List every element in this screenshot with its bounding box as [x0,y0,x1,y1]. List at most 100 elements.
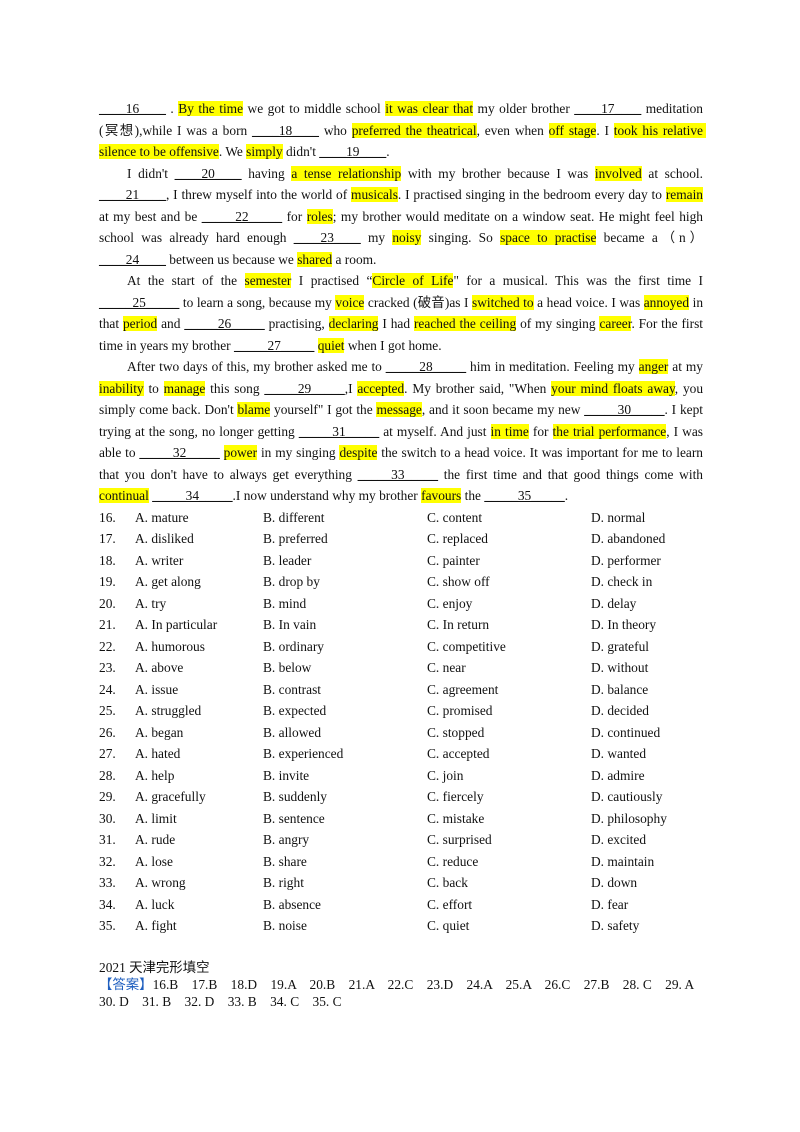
option-c: C. quiet [427,918,470,933]
option-a: A. hated [135,746,181,761]
question-number: 34. [99,896,116,912]
passage-text: a head voice. I was [533,294,644,310]
option-a: A. wrong [135,875,186,890]
highlighted-phrase: blame [237,402,271,417]
passage-text: who [319,122,352,138]
cloze-blank: _____32_____ [139,445,220,460]
option-b: B. In vain [263,617,317,632]
option-d: D. decided [591,703,650,718]
question-number: 24. [99,681,116,697]
option-d: D. balance [591,681,649,697]
highlighted-phrase: career [599,316,632,331]
option-d: D. cautiously [591,789,663,804]
highlighted-phrase: space to practise [500,230,597,245]
highlighted-phrase: Circle of Life [372,273,454,288]
passage-text: . I [596,122,614,138]
option-c: C. enjoy [427,595,473,611]
passage-text: a room. [332,251,377,267]
option-d: D. wanted [591,746,647,761]
answer-section: 2021 天津完形填空 【答案】16.B 17.B 18.D 19.A 20.B… [99,959,703,1010]
question-number: 16. [99,509,116,525]
highlighted-phrase: favours [421,488,462,503]
option-d: D. abandoned [591,531,666,546]
passage-text: . I kept trying at the song, no longer g… [99,402,707,439]
option-a: A. try [135,595,167,611]
option-a: A. In particular [135,617,218,632]
option-c: C. stopped [427,724,485,740]
cloze-blank: _____28_____ [385,359,467,374]
passage-text: the first time and that good things come… [438,466,707,482]
passage-text: , even when [476,122,549,138]
cloze-blank: ____16____ [99,101,166,116]
option-b: B. expected [263,703,327,718]
highlighted-phrase: period [122,316,158,331]
passage-text: " for a musical. This was the first time… [453,273,707,288]
option-c: C. show off [427,574,490,589]
cloze-passage: ____16____ . By the time we got to middl… [99,98,707,507]
question-number: 18. [99,552,116,568]
passage-text: in my singing [257,445,340,460]
option-c: C. near [427,660,466,675]
highlighted-phrase: anger [638,359,669,374]
passage-text: cracked (破音)as I [364,294,473,310]
option-b: B. invite [263,767,310,783]
highlighted-phrase: a tense relationship [291,165,402,181]
option-a: A. issue [135,681,179,697]
option-c: C. In return [427,617,490,632]
passage-text: between us because we [165,251,298,267]
question-number: 30. [99,810,116,826]
passage-text: I didn't [127,165,175,181]
option-d: D. safety [591,918,640,933]
highlighted-phrase: involved [594,165,642,181]
option-a: A. lose [135,853,173,869]
passage-text: practising, [264,316,329,331]
passage-text: ; my brother would meditate on a window … [99,208,707,246]
cloze-blank: _____35_____ [484,488,565,503]
passage-text: him in meditation. Feeling my [466,359,639,374]
option-c: C. accepted [427,746,490,761]
option-d: D. philosophy [591,810,667,826]
passage-text: the [461,488,485,503]
passage-text: yourself" I got the [270,402,377,417]
option-b: B. preferred [263,531,328,546]
highlighted-phrase: message [376,402,422,417]
option-d: D. without [591,660,649,675]
option-b: B. allowed [263,724,322,740]
document-page: ____16____ . By the time we got to middl… [99,98,707,1010]
option-a: A. began [135,724,184,740]
cloze-blank: _____26_____ [184,316,265,331]
highlighted-phrase: voice [335,294,365,310]
option-d: D. normal [591,509,646,525]
option-b: B. ordinary [263,638,324,654]
option-d: D. delay [591,595,637,611]
passage-paragraph: After two days of this, my brother asked… [99,356,703,507]
option-b: B. below [263,660,312,675]
passage-text: . [386,144,390,159]
highlighted-phrase: roles [306,208,333,224]
passage-text: and [157,316,185,331]
option-c: C. fiercely [427,789,484,804]
option-b: B. different [263,509,325,525]
cloze-blank: ____17____ [574,101,642,116]
option-d: D. admire [591,767,645,783]
option-a: A. help [135,767,175,783]
option-d: D. In theory [591,617,657,632]
question-number: 32. [99,853,116,869]
option-a: A. gracefully [135,789,206,804]
option-a: A. disliked [135,531,194,546]
option-c: C. back [427,875,468,890]
option-a: A. humorous [135,638,205,654]
passage-text: in that [99,294,707,332]
option-c: C. surprised [427,832,492,847]
passage-text: the switch to a head voice. It was impor… [99,445,707,482]
option-b: B. right [263,875,304,890]
